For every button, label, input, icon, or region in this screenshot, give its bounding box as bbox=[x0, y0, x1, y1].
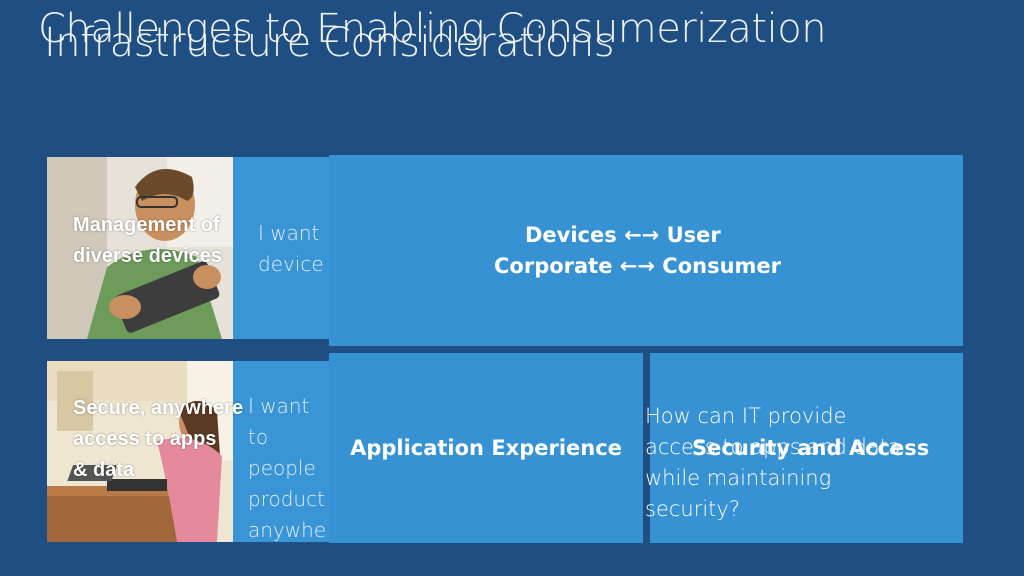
tile-line-corporate-consumer: Corporate ←→ Consumer bbox=[494, 254, 781, 278]
quote-strip-devices: I want device bbox=[233, 157, 329, 339]
question-line: while maintaining bbox=[645, 466, 832, 490]
quote-line: I want to bbox=[248, 394, 310, 449]
security-question: How can IT provide access to apps and da… bbox=[645, 401, 901, 525]
man-with-device-photo bbox=[47, 157, 233, 339]
label-line: & data bbox=[73, 459, 135, 481]
quote-line: anywhe bbox=[248, 518, 327, 542]
tile-line-devices-user: Devices ←→ User bbox=[525, 223, 721, 247]
label-line: access to apps bbox=[73, 428, 217, 450]
security-access-tile: Security and Access How can IT provide a… bbox=[645, 353, 963, 543]
woman-with-laptop-photo bbox=[47, 361, 233, 542]
quote-line: product bbox=[248, 487, 325, 511]
label-line: Secure, anywhere bbox=[73, 397, 244, 419]
quote-strip-access: I want to people product anywhe bbox=[233, 361, 329, 542]
label-line: diverse devices bbox=[73, 245, 222, 267]
quote-line: device bbox=[258, 252, 324, 276]
question-line: access to apps and data bbox=[645, 435, 901, 459]
label-management-devices: Management of diverse devices bbox=[73, 210, 222, 272]
devices-user-tile: Devices ←→ User Corporate ←→ Consumer bbox=[329, 155, 963, 346]
question-line: How can IT provide bbox=[645, 404, 847, 428]
application-experience-label: Application Experience bbox=[350, 436, 622, 460]
application-experience-tile: Application Experience bbox=[329, 353, 643, 543]
quote-line: I want bbox=[258, 221, 320, 245]
label-secure-access: Secure, anywhere access to apps & data bbox=[73, 393, 243, 486]
label-line: Management of bbox=[73, 214, 220, 236]
slide-title-front: Infrastructure Considerations bbox=[44, 20, 615, 66]
question-line: security? bbox=[645, 497, 740, 521]
quote-line: people bbox=[248, 456, 316, 480]
security-access-label: Security and Access bbox=[692, 436, 930, 460]
slide-title-back: Challenges to Enabling Consumerization bbox=[38, 6, 827, 52]
